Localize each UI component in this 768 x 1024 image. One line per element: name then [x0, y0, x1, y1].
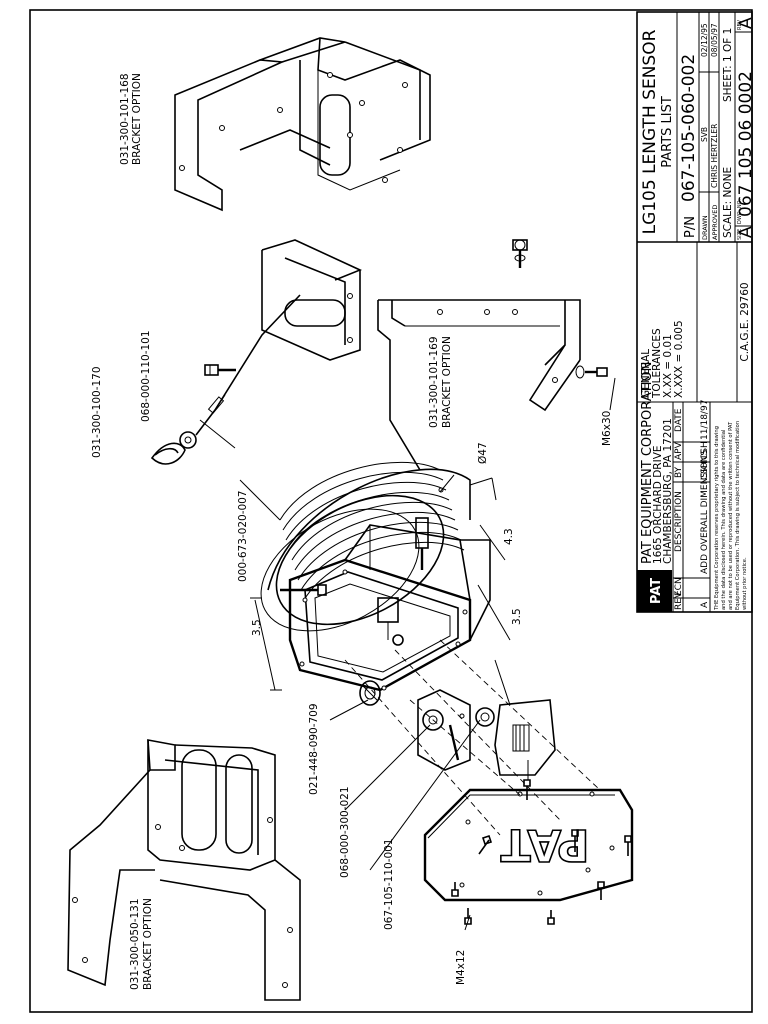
callout-screw-m4: M4x12	[455, 950, 467, 985]
bracket-option-131	[67, 739, 301, 1001]
proprietary-note-3: and are not to be used or reproduced wit…	[728, 421, 734, 610]
dimension-diameter: Ø47	[477, 442, 489, 464]
rear-housing	[261, 239, 363, 361]
callout-bracket-131-pn: 031-300-050-131	[129, 898, 141, 990]
tolerance-general: GENERAL	[640, 349, 652, 398]
pat-logo-box	[637, 570, 672, 612]
date-header: DATE	[674, 408, 684, 432]
dimension-4-3: 4.3	[503, 528, 515, 545]
rev-a-date: 11/18/97	[700, 400, 710, 440]
callout-gland-pn: 021-448-090-709	[308, 703, 320, 795]
proprietary-note-1: THE Equipment Corporation reserves propr…	[714, 426, 720, 611]
gear	[475, 707, 495, 727]
approved-date: 08/05/97	[710, 23, 719, 57]
pn-label: P/N	[683, 216, 698, 238]
bracket-option-168	[174, 37, 431, 212]
bracket-option-169	[377, 299, 581, 471]
callout-drum-pn: 000-673-020-007	[237, 490, 249, 582]
ecn-header: ECN	[674, 577, 684, 596]
sheet-label: SHEET: 1 OF 1	[722, 28, 734, 102]
callout-bracket-168-label: BRACKET OPTION	[131, 73, 143, 165]
callout-pot-pn: 068-000-300-021	[339, 786, 351, 878]
dimension-3-5-right: 3.5	[511, 608, 523, 625]
by-header: BY	[674, 466, 684, 478]
rev-header: REV	[674, 591, 684, 610]
callout-bracket-169-pn: 031-300-101-169	[428, 336, 440, 428]
cable-drum	[260, 461, 471, 632]
drawn-label: DRAWN	[701, 215, 709, 240]
rev-a-by: CSH	[700, 461, 710, 480]
cable-gland	[359, 680, 381, 706]
rev-a-letter: A	[700, 601, 710, 608]
callout-bracket-169-label: BRACKET OPTION	[441, 336, 453, 428]
size-value: A	[736, 226, 756, 238]
drawn-by: SVB	[700, 127, 709, 142]
tolerance-three-place: X.XXX = 0.005	[673, 320, 685, 398]
drawing-title-1: LG105 LENGTH SENSOR	[640, 29, 660, 234]
drawn-date: 02/12/95	[700, 23, 709, 57]
approved-by: CHRIS HERTZLER	[710, 124, 719, 188]
size-label: SIZE	[737, 229, 743, 240]
circuit-board	[494, 699, 556, 780]
tolerance-label: TOLERANCES	[651, 328, 663, 399]
callout-labels: 031-300-101-168 BRACKET OPTION 031-300-1…	[91, 73, 613, 990]
cover-plate: PAT	[423, 788, 634, 902]
assembly-lines	[344, 639, 601, 836]
dimension-lines	[250, 477, 511, 706]
proprietary-note-2: and the data disclosed herein. This draw…	[721, 430, 727, 610]
scale-label: SCALE: NONE	[722, 167, 734, 238]
drawing-title-2: PARTS LIST	[660, 96, 675, 168]
screw-upper-left	[204, 364, 236, 376]
company-address-1: 1665 ORCHARD DRIVE	[652, 445, 664, 564]
drawing-number: 067 105 06 0002	[736, 71, 756, 217]
proprietary-note-4: Equipment Corporation. This drawing is s…	[735, 421, 741, 610]
company-name: PAT EQUIPMENT CORPORATION	[640, 362, 655, 564]
pat-logo: PAT	[649, 578, 664, 604]
screw-upper-right	[512, 239, 528, 268]
potentiometer-bracket	[417, 689, 471, 771]
company-address-2: CHAMBERSBURG, PA 17201	[662, 418, 674, 564]
tolerance-two-place: X.XX = 0.01	[662, 334, 674, 398]
description-header: DESCRIPTION	[674, 491, 684, 552]
callout-cable-pn: 068-000-110-101	[140, 330, 152, 422]
callout-board-pn: 067-105-110-001	[383, 838, 395, 930]
dwg-no-label: DWG. NO.	[737, 199, 743, 224]
screw-m6-right	[575, 365, 608, 379]
apv-header: APV	[674, 441, 684, 460]
dimension-3-5-left: 3.5	[251, 619, 263, 636]
callout-bracket-168-pn: 031-300-101-168	[119, 73, 131, 165]
cage-code: C.A.G.E. 29760	[739, 282, 751, 361]
rev-a-apv: CSH	[700, 441, 710, 460]
approved-label: APPROVED	[711, 205, 719, 240]
drum-windings	[279, 461, 465, 601]
revision-value: A	[736, 17, 756, 29]
callout-thimble-pn: 031-300-100-170	[91, 366, 103, 458]
pn-value: 067-105-060-002	[679, 54, 699, 202]
main-housing	[288, 524, 491, 692]
cover-logo: PAT	[501, 819, 590, 870]
rev-label: REV	[737, 19, 743, 30]
title-block: PAT PAT EQUIPMENT CORPORATION 1665 ORCHA…	[636, 11, 756, 613]
leader-lines	[199, 377, 616, 931]
proprietary-note-5: without prior notice.	[742, 557, 748, 610]
cable-assembly	[150, 294, 301, 465]
callout-screw-m6: M6x30	[601, 411, 613, 446]
callout-bracket-131-label: BRACKET OPTION	[142, 898, 154, 990]
rev-a-description: ADD OVERALL DIMENSIONS	[700, 449, 710, 574]
